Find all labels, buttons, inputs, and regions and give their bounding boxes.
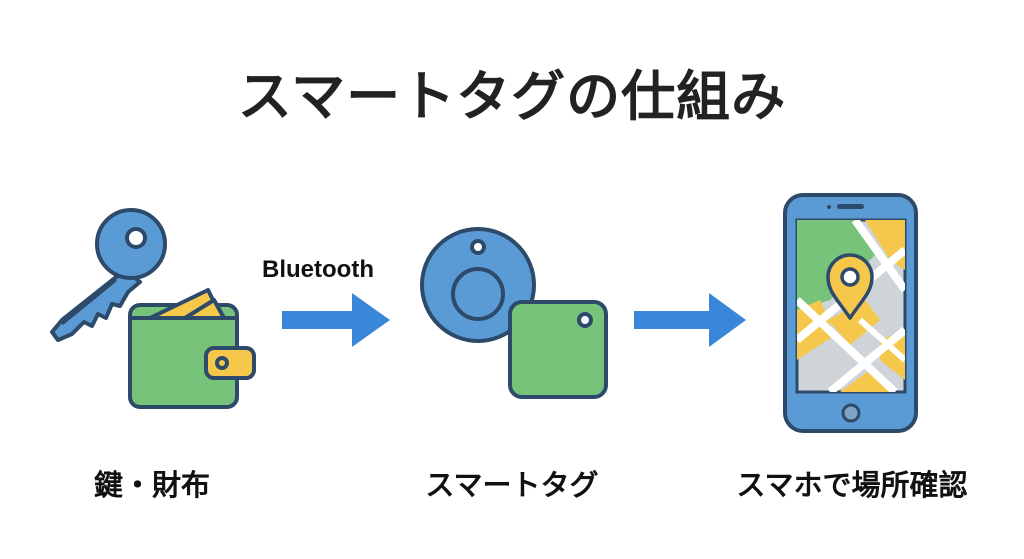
location-pin-icon bbox=[826, 253, 874, 320]
arrow-right-icon bbox=[634, 293, 746, 347]
round-tag-icon bbox=[420, 227, 536, 343]
arrow-right-icon bbox=[282, 293, 390, 347]
square-tag-icon bbox=[508, 300, 608, 399]
step-label-items: 鍵・財布 bbox=[93, 468, 211, 502]
diagram-title: スマートタグの仕組み bbox=[237, 65, 787, 128]
step-label-smart-tag: スマートタグ bbox=[425, 468, 599, 502]
bluetooth-label: Bluetooth bbox=[262, 256, 374, 283]
wallet-icon bbox=[128, 288, 256, 409]
step-label-phone: スマホで場所確認 bbox=[736, 468, 968, 502]
key-icon bbox=[50, 208, 167, 342]
